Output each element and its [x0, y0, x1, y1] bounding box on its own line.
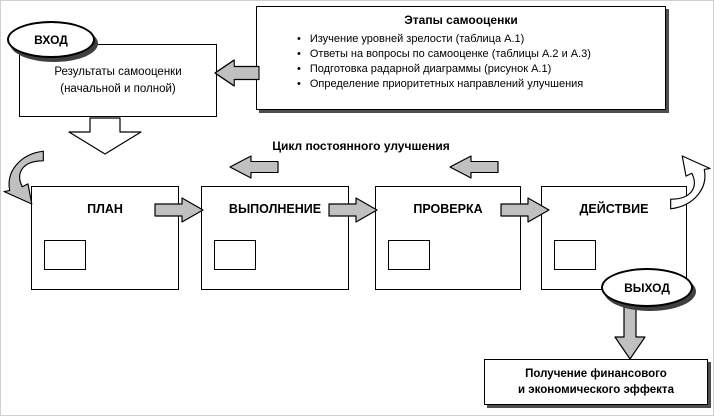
- feedback-arrow-2-icon: [449, 155, 499, 179]
- arrow-plan-to-do-icon: [154, 197, 204, 223]
- cycle-title: Цикл постоянного улучшения: [272, 139, 450, 153]
- input-label: ВХОД: [34, 32, 68, 47]
- cycle-loop-arrow-right-icon: [663, 147, 711, 213]
- arrow-do-to-check-icon: [328, 197, 378, 223]
- stages-box-title: Этапы самооценки: [404, 13, 518, 27]
- arrow-output-to-effect-icon: [614, 306, 646, 360]
- placeholder-box: [44, 240, 86, 270]
- results-box: Результаты самооценки (начальной и полно…: [19, 44, 217, 117]
- pdca-box-check: ПРОВЕРКА: [375, 186, 521, 290]
- self-assessment-stages-box: Этапы самооценки Изучение уровней зрелос…: [256, 6, 666, 110]
- cycle-loop-arrow-left-icon: [3, 147, 51, 213]
- arrow-stages-to-results-icon: [214, 59, 260, 87]
- arrow-check-to-act-icon: [500, 197, 550, 223]
- placeholder-box: [554, 240, 596, 270]
- pdca-box-label: ПРОВЕРКА: [413, 202, 483, 216]
- placeholder-box: [388, 240, 430, 270]
- stages-list-item: Подготовка радарной диаграммы (рисунок А…: [297, 62, 657, 77]
- arrow-results-to-cycle-icon: [68, 117, 142, 155]
- pdca-box-label: ВЫПОЛНЕНИЕ: [228, 202, 322, 216]
- feedback-arrow-1-icon: [229, 155, 279, 179]
- pdca-box-label: ПЛАН: [87, 202, 123, 216]
- stages-list-item: Изучение уровней зрелости (таблица А.1): [297, 32, 657, 47]
- stages-list: Изучение уровней зрелости (таблица А.1) …: [257, 27, 665, 92]
- stages-list-item: Ответы на вопросы по самооценке (таблицы…: [297, 47, 657, 62]
- output-terminator: ВЫХОД: [601, 268, 693, 307]
- pdca-box-plan: ПЛАН: [31, 186, 179, 290]
- pdca-box-do: ВЫПОЛНЕНИЕ: [201, 186, 349, 290]
- input-terminator: ВХОД: [7, 21, 95, 58]
- output-label: ВЫХОД: [624, 280, 670, 295]
- effect-box: Получение финансового и экономического э…: [484, 359, 708, 405]
- placeholder-box: [214, 240, 256, 270]
- stages-list-item: Определение приоритетных направлений улу…: [297, 77, 657, 92]
- pdca-box-label: ДЕЙСТВИЕ: [579, 202, 649, 216]
